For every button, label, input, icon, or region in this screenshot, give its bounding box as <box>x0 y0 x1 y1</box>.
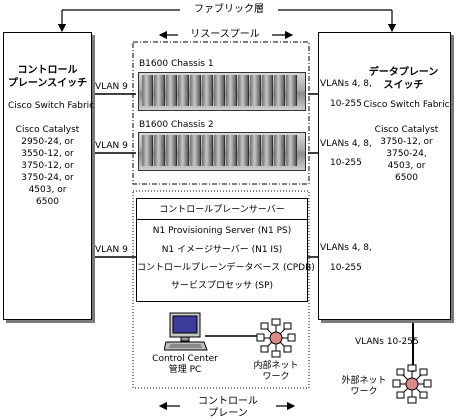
control-plane-frame <box>132 190 310 389</box>
vlan-label-right: 10-255 <box>330 263 362 273</box>
external-network-icon <box>392 364 432 404</box>
control-center-label: Control Center <box>152 354 218 364</box>
vlan-label-right: VLANs 4, 8, <box>320 139 372 149</box>
vlan-label-right: VLANs 4, 8, <box>320 79 372 89</box>
vlan-label-left: VLAN 9 <box>95 82 128 92</box>
control-plane-switch-model: 3750-12, or <box>21 161 74 171</box>
control-center-label: 管理 PC <box>168 365 202 375</box>
fabric-connector <box>57 9 397 33</box>
server-item: コントロールプレーンデータベース (CPDB) <box>137 263 315 273</box>
internal-network-icon <box>256 318 296 358</box>
server-item: N1 イメージサーバー (N1 IS) <box>161 245 283 255</box>
server-item: サービスプロセッサ (SP) <box>170 281 274 291</box>
data-plane-switch-title-2: スイッチ <box>383 80 424 91</box>
server-title-divider <box>137 219 307 220</box>
control-plane-switch-title-2: プレーンスイッチ <box>7 78 88 89</box>
data-plane-switch-model: 6500 <box>395 173 418 183</box>
fabric-layer-label: ファブリック層 <box>194 4 264 15</box>
control-plane-label: プレーン <box>208 408 248 419</box>
vlan-label-left: VLAN 9 <box>95 141 128 151</box>
internal-network-label: ワーク <box>262 372 290 382</box>
control-plane-switch-title-1: コントロール <box>17 65 78 76</box>
pc-icon <box>164 312 208 351</box>
data-plane-switch-model: Cisco Catalyst <box>374 125 439 135</box>
vlan-label-right: 10-255 <box>330 99 362 109</box>
control-plane-server: コントロールプレーンサーバー N1 Provisioning Server (N… <box>136 198 315 302</box>
control-plane-switch-model: 4503, or <box>28 185 67 195</box>
data-plane-switch: データプレーン スイッチ Cisco Switch Fabric Cisco C… <box>318 32 451 320</box>
chassis-label: B1600 Chassis 2 <box>139 120 214 130</box>
data-plane-switch-model: 3750-12, or <box>380 137 433 147</box>
control-plane-switch-model: 6500 <box>36 197 59 207</box>
control-plane-switch-model: 3750-24, or <box>21 173 74 183</box>
control-plane-switch-model: Cisco Catalyst <box>15 125 80 135</box>
chassis-label: B1600 Chassis 1 <box>139 59 214 69</box>
data-plane-switch-model: 3750-24, <box>386 149 427 159</box>
chassis-1-image <box>138 72 306 111</box>
control-plane-switch: コントロール プレーンスイッチ Cisco Switch Fabric Cisc… <box>3 32 95 320</box>
vlan-links <box>90 93 318 258</box>
resource-pool-label: リスースプール <box>190 29 260 40</box>
external-network-label: ワーク <box>350 387 378 397</box>
external-network-label: 外部ネット <box>341 376 387 386</box>
vlan-label-right: VLANs 4, 8, <box>320 243 372 253</box>
vlan-label-right: 10-255 <box>330 158 362 168</box>
control-plane-switch-model: 2950-24, or <box>21 137 74 147</box>
chassis-2-image <box>138 132 306 171</box>
data-plane-switch-fabric: Cisco Switch Fabric <box>363 100 450 110</box>
data-plane-switch-title-1: データプレーン <box>368 67 439 78</box>
control-plane-switch-fabric: Cisco Switch Fabric <box>8 101 95 111</box>
resource-pool-frame <box>132 41 310 185</box>
vlan-label-left: VLAN 9 <box>95 245 128 255</box>
internal-network-label: 内部ネット <box>253 361 299 371</box>
external-vlans-label: VLANs 10-255 <box>355 337 419 347</box>
control-plane-label: コントロール <box>198 396 258 407</box>
control-plane-switch-model: 3550-12, or <box>21 149 74 159</box>
data-plane-switch-model: 4503, or <box>387 161 426 171</box>
server-title: コントロールプレーンサーバー <box>159 205 285 215</box>
server-item: N1 Provisioning Server (N1 PS) <box>152 226 292 236</box>
